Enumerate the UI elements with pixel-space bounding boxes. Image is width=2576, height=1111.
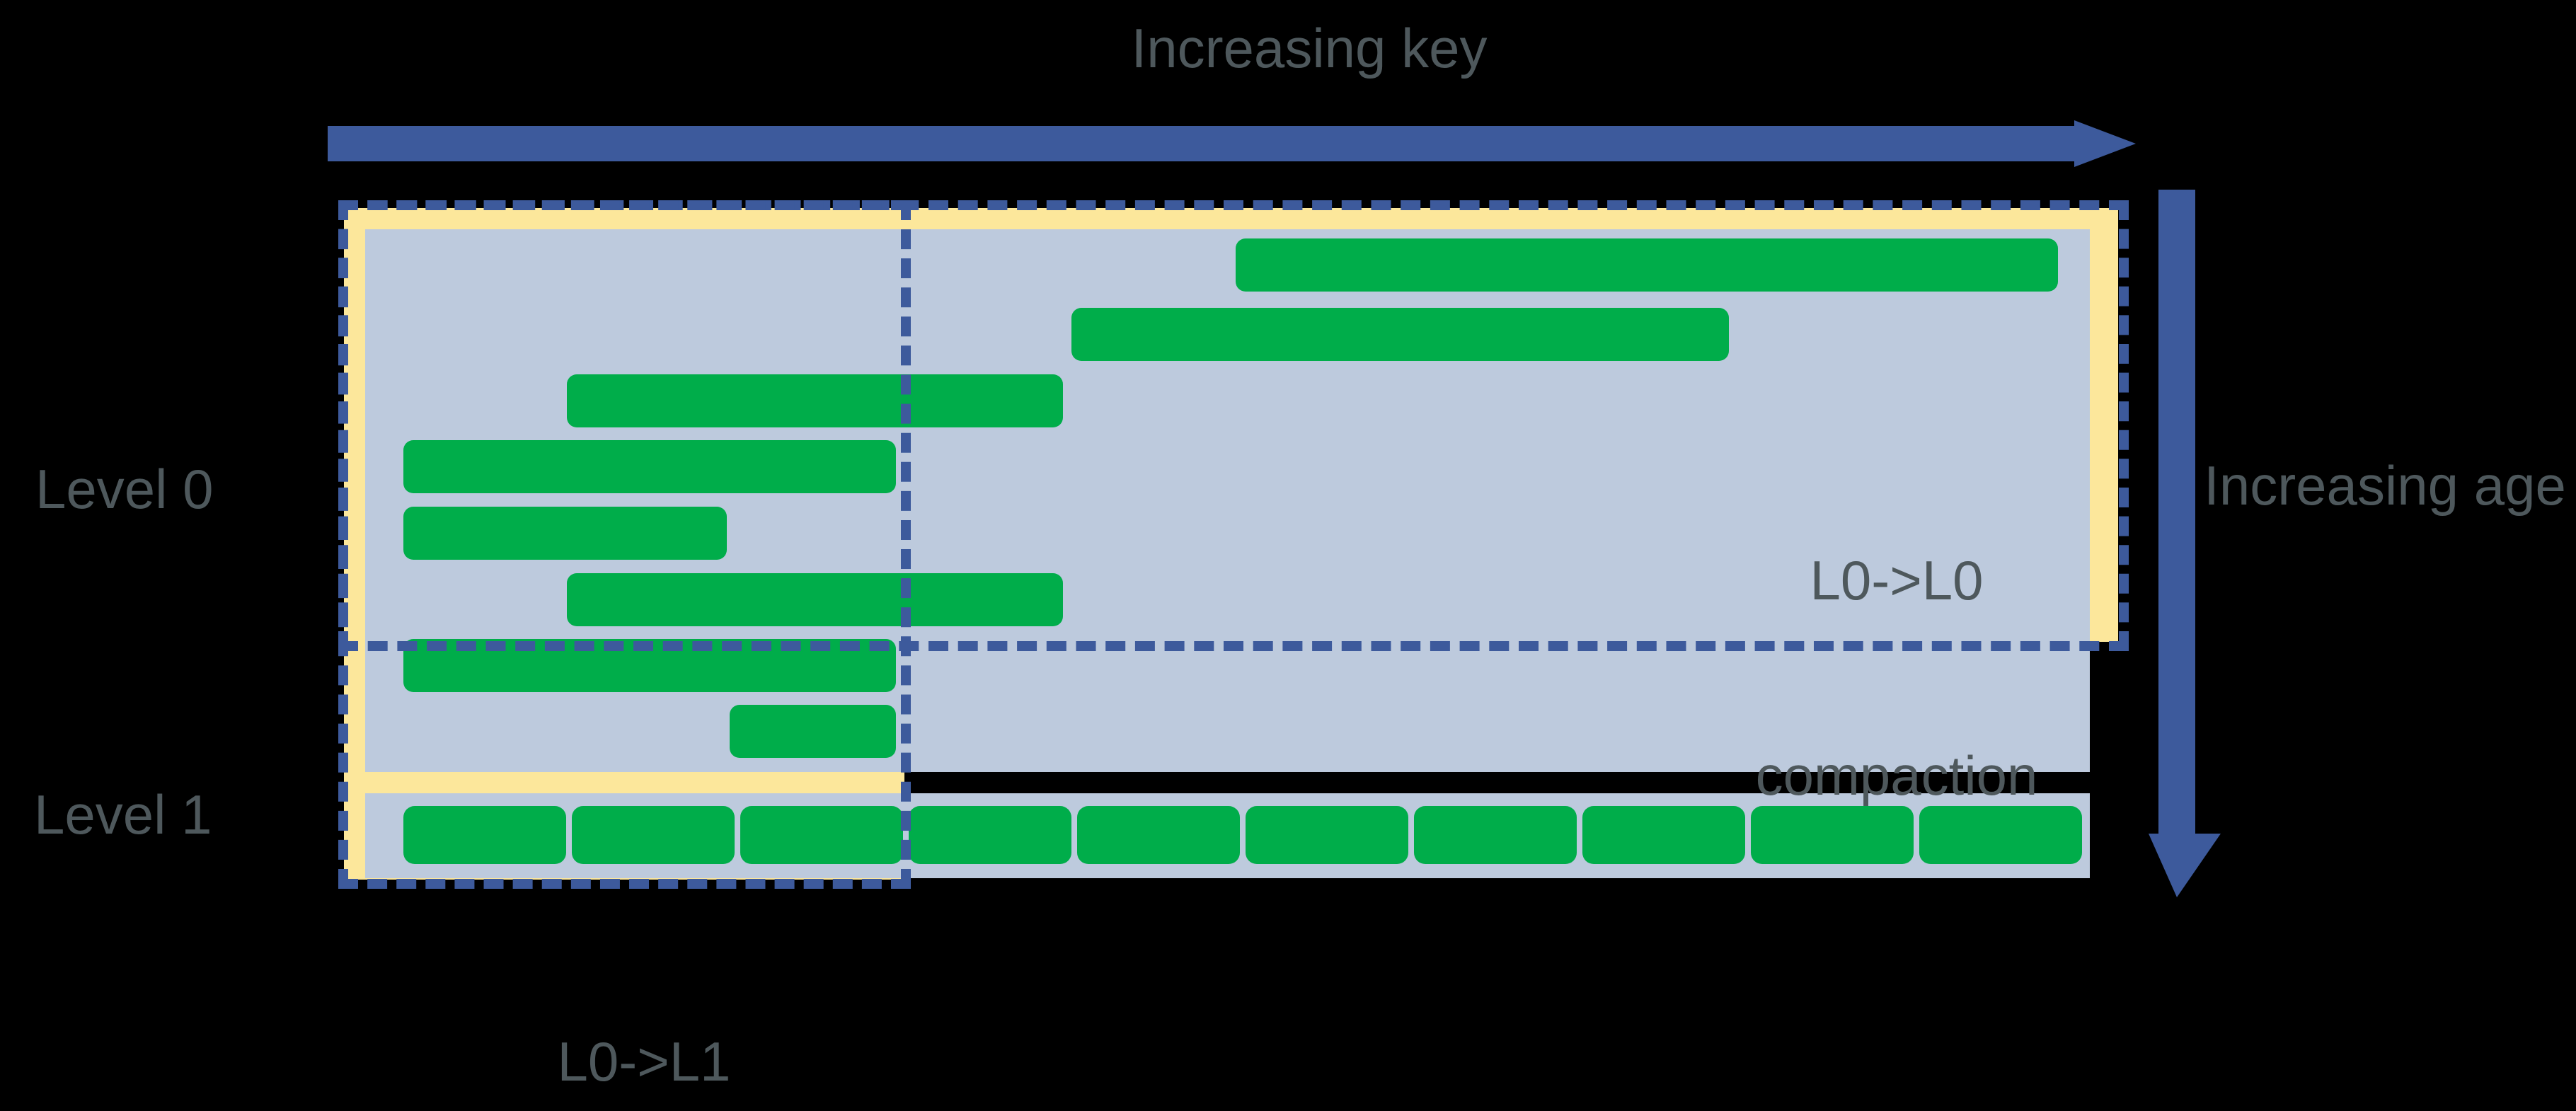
level1-sstable-bar bbox=[1919, 806, 2082, 864]
level1-sstable-bar bbox=[1582, 806, 1745, 864]
increasing-key-arrow bbox=[328, 120, 2136, 167]
level1-sstable-bar bbox=[572, 806, 735, 864]
level1-sstable-bar bbox=[403, 806, 566, 864]
level0-label: Level 0 bbox=[35, 458, 214, 520]
l0-to-l0-compaction-label: L0->L0 compaction bbox=[1698, 418, 2095, 938]
increasing-age-arrow bbox=[2149, 190, 2231, 897]
level1-label: Level 1 bbox=[34, 783, 212, 846]
increasing-key-label: Increasing key bbox=[1131, 17, 1488, 79]
level1-sstable-bar bbox=[1246, 806, 1408, 864]
l0-to-l0-compaction-line1: L0->L0 bbox=[1810, 549, 1984, 612]
l0-to-l0-compaction-line2: compaction bbox=[1755, 744, 2038, 807]
down-arrow-icon bbox=[2149, 190, 2221, 897]
level1-sstable-bar bbox=[1077, 806, 1240, 864]
level0-sstable-bar bbox=[730, 705, 896, 758]
level1-sstable-bar bbox=[1414, 806, 1577, 864]
level1-sstable-bar bbox=[1751, 806, 1914, 864]
l0-to-l1-compaction-line1: L0->L1 bbox=[557, 1030, 731, 1093]
level1-sstable-bar bbox=[740, 806, 903, 864]
level0-sstable-bar bbox=[403, 639, 896, 692]
level0-sstable-bar bbox=[567, 573, 1063, 626]
level0-sstable-bar bbox=[403, 440, 896, 493]
level-separator-gap bbox=[911, 772, 2090, 793]
level0-sstable-bar bbox=[1236, 238, 2058, 292]
increasing-age-line1: Increasing age bbox=[2204, 454, 2566, 517]
increasing-age-label: Increasing age bbox=[2201, 453, 2569, 518]
level0-sstable-bar bbox=[1071, 308, 1729, 361]
right-arrow-icon bbox=[328, 120, 2136, 167]
level0-sstable-bar bbox=[403, 507, 727, 560]
level1-sstable-bar bbox=[909, 806, 1071, 864]
l0-to-l1-compaction-label: L0->L1 compaction bbox=[396, 899, 892, 1111]
level0-sstable-bar bbox=[567, 374, 1063, 427]
